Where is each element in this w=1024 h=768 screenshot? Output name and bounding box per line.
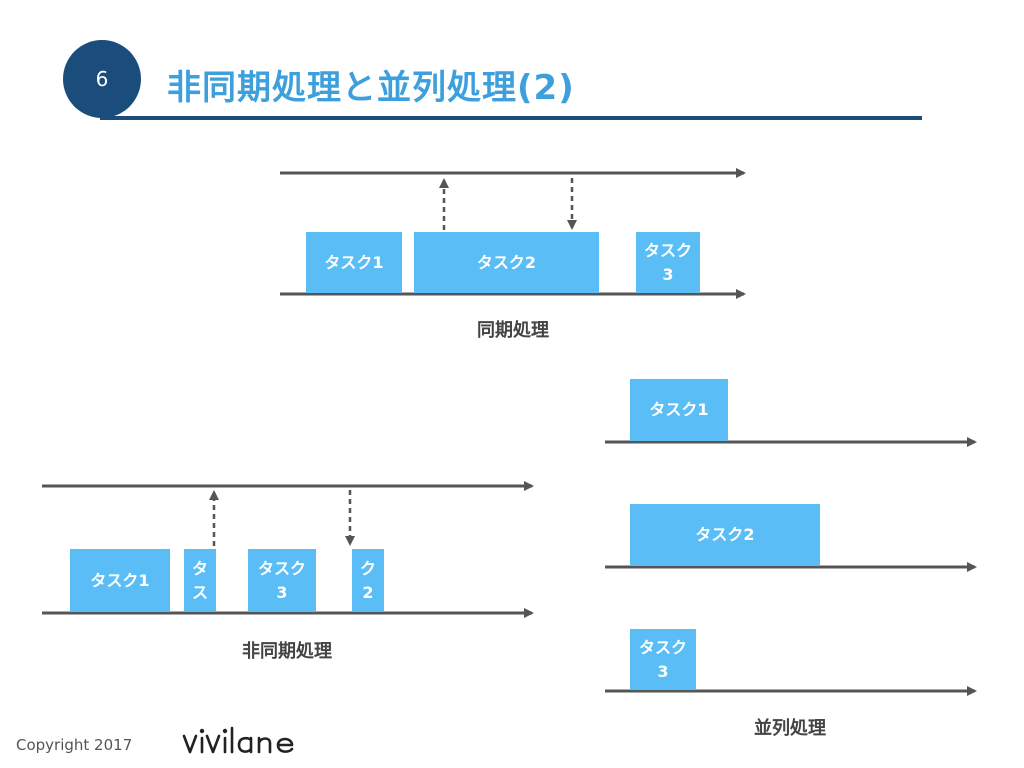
async-caption: 非同期処理 [242, 641, 332, 662]
async-task-2-part-1: タ ス [184, 549, 216, 612]
vivlane-logo: vivlane [182, 726, 294, 754]
async-task-1: タスク1 [70, 549, 170, 612]
parallel-task-1: タスク1 [630, 379, 728, 441]
parallel-task-3: タスク 3 [630, 629, 696, 690]
title-underline [100, 116, 922, 120]
page-number-badge: 6 [63, 40, 141, 118]
async-task-2-part-2: ク 2 [352, 549, 384, 612]
parallel-task-2: タスク2 [630, 504, 820, 566]
sync-task-1: タスク1 [306, 232, 402, 293]
sync-task-3: タスク 3 [636, 232, 700, 293]
async-task-3: タスク 3 [248, 549, 316, 612]
page-number: 6 [95, 67, 109, 91]
parallel-caption: 並列処理 [754, 718, 826, 739]
sync-caption: 同期処理 [477, 320, 549, 341]
copyright-text: Copyright 2017 [16, 736, 133, 754]
sync-task-2: タスク2 [414, 232, 599, 293]
slide-title: 非同期処理と並列処理(2) [167, 68, 575, 108]
